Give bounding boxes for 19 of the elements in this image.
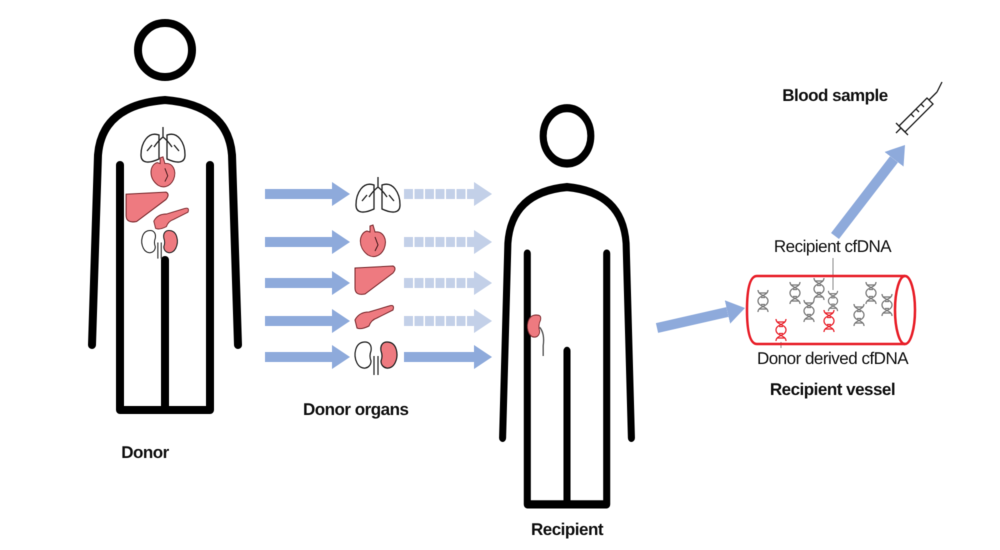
arrow [404, 345, 492, 369]
arrow [265, 182, 350, 206]
figure-caption: Blood sample [781, 86, 889, 106]
annotation-text: Donor derived cfDNA [756, 349, 910, 369]
arrow [265, 345, 350, 369]
arrow [265, 271, 350, 295]
annotation-text: Recipient cfDNA [772, 237, 892, 257]
figure-caption: Recipient vessel [768, 380, 896, 400]
leader-line [780, 342, 782, 348]
figure-caption: Donor [120, 443, 170, 463]
leader-line [832, 258, 834, 290]
arrow [265, 309, 350, 333]
arrow [265, 230, 350, 254]
arrow [404, 230, 492, 254]
arrow [831, 145, 905, 240]
arrow [404, 182, 492, 206]
figure-caption: Recipient [530, 520, 604, 540]
arrow [656, 300, 745, 333]
group-label: Donor organs [303, 400, 408, 420]
